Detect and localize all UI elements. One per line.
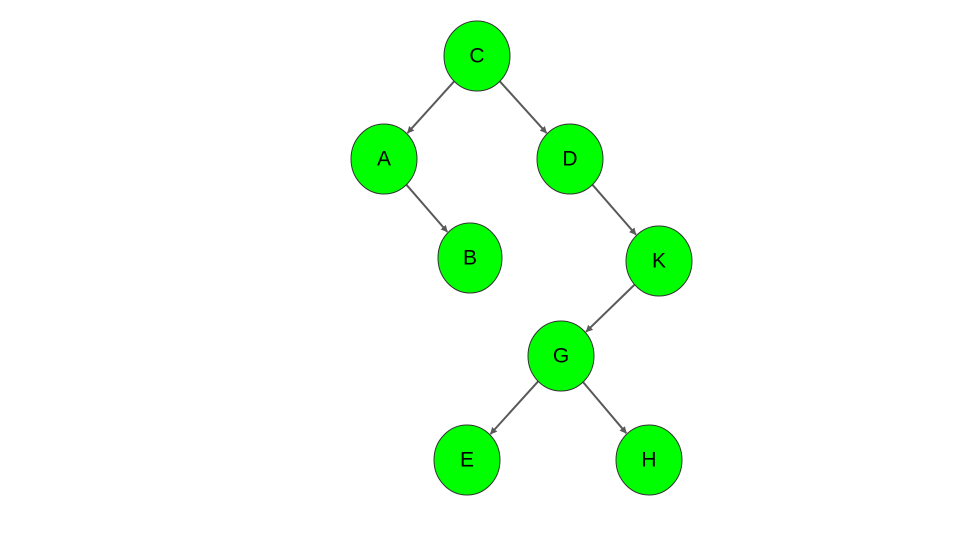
- node-label: A: [377, 148, 391, 171]
- node-c: C: [443, 20, 511, 92]
- node-circle: [437, 222, 503, 294]
- node-k: K: [625, 225, 693, 297]
- node-label: D: [562, 148, 577, 171]
- node-circle: [625, 225, 693, 297]
- edge-c-d: [499, 80, 548, 134]
- edge-d-k: [591, 184, 637, 236]
- node-h: H: [615, 424, 683, 496]
- node-label: B: [463, 247, 477, 270]
- nodes-layer: C A D B K G E H: [350, 20, 693, 496]
- edges-layer: [405, 80, 637, 435]
- node-circle: [350, 123, 418, 195]
- node-label: E: [460, 449, 474, 472]
- node-label: H: [641, 449, 656, 472]
- node-circle: [443, 20, 511, 92]
- edge-a-b: [405, 184, 449, 233]
- node-a: A: [350, 123, 418, 195]
- edge-k-g: [585, 283, 636, 333]
- node-circle: [527, 320, 595, 392]
- edge-c-a: [406, 80, 455, 134]
- edge-g-h: [582, 381, 628, 434]
- node-label: G: [553, 345, 569, 368]
- node-circle: [536, 123, 604, 195]
- node-e: E: [433, 424, 501, 496]
- node-label: C: [469, 45, 484, 68]
- node-label: K: [652, 250, 666, 273]
- node-circle: [433, 424, 501, 496]
- edge-g-e: [489, 380, 539, 435]
- node-d: D: [536, 123, 604, 195]
- node-b: B: [437, 222, 503, 294]
- node-g: G: [527, 320, 595, 392]
- node-circle: [615, 424, 683, 496]
